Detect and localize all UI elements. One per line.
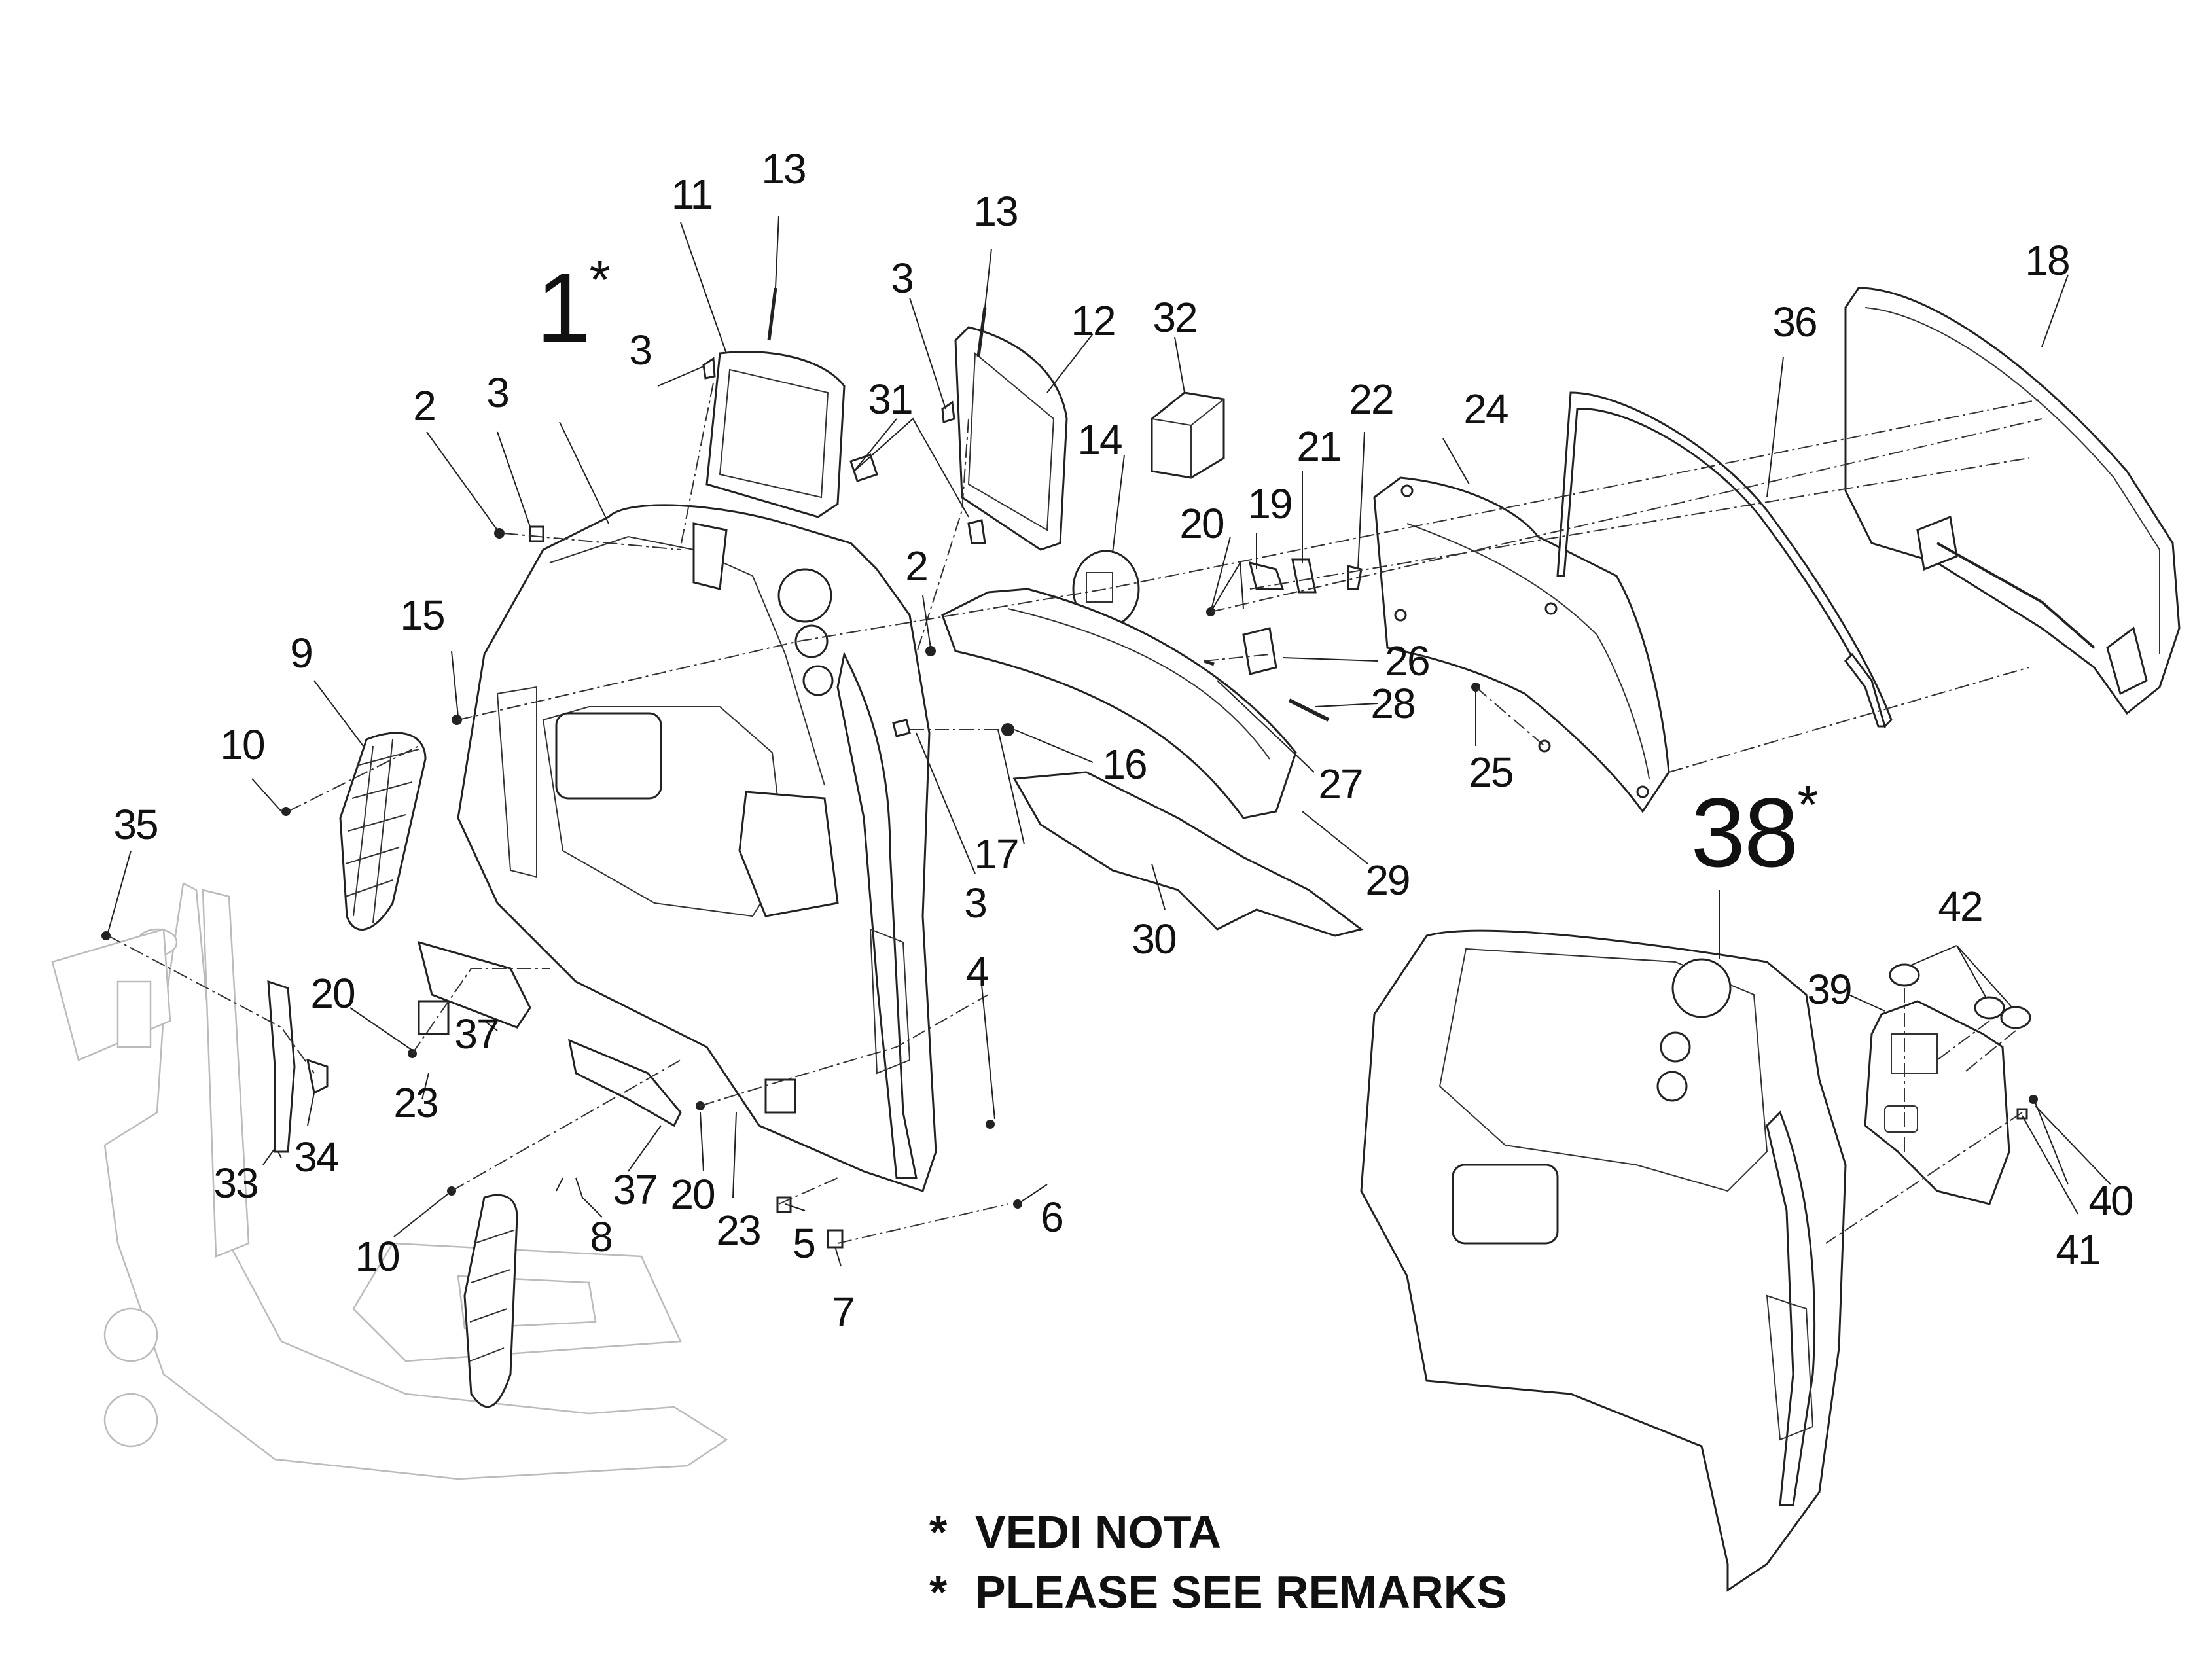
callout-3: 3 — [629, 327, 652, 374]
part-18-glove-box-door — [1844, 287, 2181, 715]
callout-35: 35 — [113, 801, 158, 848]
callout-37: 37 — [454, 1010, 499, 1057]
callout-3: 3 — [891, 255, 914, 302]
part-11-inner-cover — [705, 351, 846, 518]
part-33-lever — [267, 980, 296, 1153]
callout-12: 12 — [1071, 297, 1116, 344]
callout-32: 32 — [1152, 294, 1198, 341]
part-30-seal — [1012, 771, 1364, 937]
callout-10: 10 — [355, 1233, 400, 1280]
callout-19: 19 — [1247, 480, 1293, 527]
asterisk: * — [929, 1567, 948, 1618]
part-37-cover-upper — [417, 940, 531, 1029]
callout-18: 18 — [2025, 237, 2070, 284]
callout-41: 41 — [2056, 1226, 2101, 1273]
callout-23: 23 — [716, 1207, 761, 1254]
callout-39: 39 — [1807, 966, 1852, 1013]
callout-23: 23 — [393, 1079, 438, 1126]
callout-5: 5 — [793, 1220, 816, 1267]
callout-20: 20 — [310, 970, 355, 1017]
callout-7: 7 — [832, 1288, 855, 1336]
callout-3: 3 — [486, 369, 510, 416]
callout-13: 13 — [973, 188, 1018, 235]
remark-line-italian: * VEDI NOTA — [929, 1502, 1507, 1562]
callout-27: 27 — [1318, 760, 1363, 808]
callout-1: 1* — [536, 253, 611, 357]
part-37-cover-lower — [567, 1039, 682, 1128]
part-32-box — [1151, 391, 1225, 479]
callout-2: 2 — [905, 542, 929, 590]
remark-text: PLEASE SEE REMARKS — [975, 1567, 1507, 1618]
remarks-note: * VEDI NOTA * PLEASE SEE REMARKS — [929, 1502, 1507, 1622]
callout-8: 8 — [590, 1213, 613, 1260]
callout-14: 14 — [1077, 416, 1122, 463]
part-34-pin — [306, 1058, 329, 1095]
callout-33: 33 — [213, 1160, 259, 1207]
assembly-lines — [107, 382, 2043, 1244]
asterisk: * — [929, 1506, 948, 1557]
part-23-clip-b — [764, 1078, 796, 1114]
part-24-panel — [1373, 476, 1670, 813]
callout-4: 4 — [966, 948, 990, 995]
callout-25: 25 — [1469, 749, 1514, 796]
callout-text: 1 — [536, 253, 590, 363]
callout-36: 36 — [1772, 298, 1817, 346]
callout-15: 15 — [400, 592, 445, 639]
part-8-grille — [463, 1194, 518, 1408]
callout-38: 38* — [1691, 778, 1819, 882]
callout-9: 9 — [290, 630, 313, 677]
callout-6: 6 — [1041, 1194, 1064, 1241]
callout-40: 40 — [2088, 1177, 2133, 1224]
part-12-inner-cover — [954, 326, 1068, 551]
part-42-grommets — [1889, 963, 2031, 1029]
callout-20: 20 — [1179, 500, 1224, 547]
part-1-leg-shield — [457, 504, 937, 1192]
part-40-41-hardware — [2016, 1095, 2038, 1120]
part-9-grille — [339, 732, 427, 931]
callout-17: 17 — [974, 830, 1019, 878]
part-39-cover — [1864, 1000, 2010, 1205]
leader-lines — [107, 215, 2111, 1267]
callout-28: 28 — [1370, 680, 1416, 727]
callout-29: 29 — [1365, 857, 1410, 904]
callout-31: 31 — [868, 376, 913, 423]
part-29-glove-box-handle — [941, 588, 1297, 819]
callout-37: 37 — [613, 1166, 658, 1213]
callout-star: * — [1797, 774, 1818, 835]
callout-20: 20 — [670, 1171, 715, 1218]
callout-30: 30 — [1132, 915, 1177, 963]
part-36-gasket — [1556, 391, 1893, 728]
callout-16: 16 — [1102, 741, 1147, 788]
part-23-clip-a — [418, 1000, 450, 1035]
remark-line-english: * PLEASE SEE REMARKS — [929, 1562, 1507, 1622]
callout-26: 26 — [1385, 637, 1430, 684]
callout-21: 21 — [1296, 423, 1342, 470]
callout-10: 10 — [220, 721, 265, 768]
callout-text: 38 — [1690, 777, 1799, 887]
callout-star: * — [589, 249, 611, 310]
callout-22: 22 — [1349, 376, 1394, 423]
callout-34: 34 — [294, 1133, 339, 1181]
callout-11: 11 — [671, 171, 713, 218]
remark-text: VEDI NOTA — [975, 1506, 1221, 1557]
callout-13: 13 — [761, 145, 806, 192]
callout-2: 2 — [413, 382, 437, 429]
callout-42: 42 — [1938, 883, 1983, 930]
callout-24: 24 — [1463, 385, 1508, 433]
part-38-leg-shield — [1360, 929, 1847, 1592]
callout-3: 3 — [964, 879, 988, 927]
